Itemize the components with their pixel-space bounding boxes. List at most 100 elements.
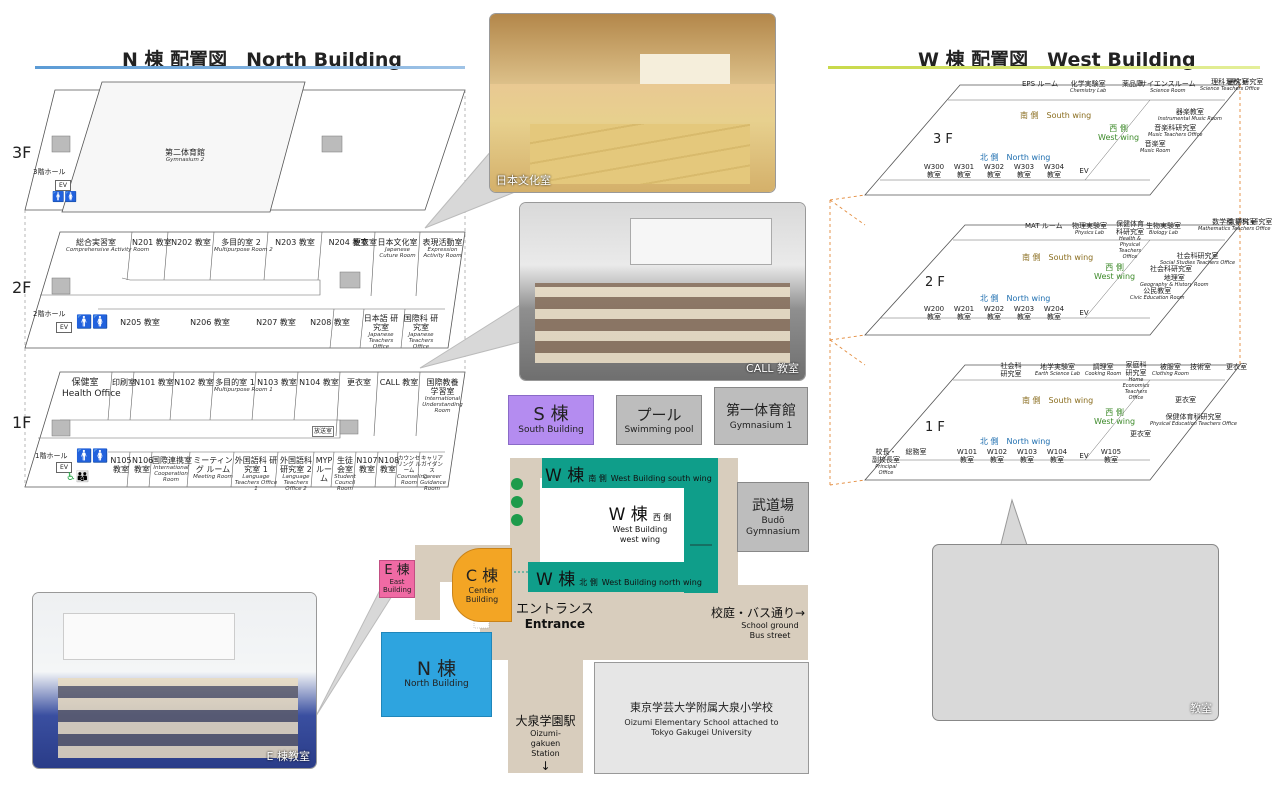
north-floor-1f-label: 1F <box>12 413 32 432</box>
west-1f-plate <box>864 364 1241 481</box>
north-title-underline <box>35 66 465 69</box>
west-3f-south-wing: 南 側 South wing <box>1020 111 1092 120</box>
north-1f-room: CALL 教室 <box>379 378 419 387</box>
accessible-icon: ♿👪 <box>66 470 90 483</box>
west-2f-north-wing: 北 側 North wing <box>980 294 1051 303</box>
photo-japanese-culture-room: 日本文化室 <box>490 14 775 192</box>
campus-gymnasium-1[interactable]: 第一体育館 Gymnasium 1 <box>714 387 808 445</box>
north-2f-room: N201 教室 <box>132 238 172 247</box>
west-floor-1f-label: 1 F <box>925 420 945 435</box>
campus-bus-street-label: 校庭・バス通り→ School ground Bus street <box>710 606 805 640</box>
west-3f-room: 薬品庫 <box>1122 80 1143 88</box>
west-2f-room: W203 教室 <box>1013 305 1035 321</box>
north-1f-broadcast-room: 放送室 <box>312 426 335 437</box>
west-2f-room: W204 教室 <box>1043 305 1065 321</box>
north-1f-ev: EV <box>56 462 72 473</box>
north-1f-room: N105 教室 <box>110 456 132 474</box>
north-1f-room: N108 教室 <box>378 456 400 474</box>
west-title-underline <box>828 66 1260 69</box>
north-1f-room: N101 教室 <box>134 378 174 387</box>
north-1f-room: N102 教室 <box>174 378 214 387</box>
north-gym2-shape <box>61 81 306 213</box>
west-3f-room: W300 教室 <box>923 163 945 179</box>
west-2f-plate <box>864 224 1241 336</box>
west-1f-north-wing: 北 側 North wing <box>980 437 1051 446</box>
north-1f-room: MYP ルーム <box>315 456 333 483</box>
campus-south-building[interactable]: S 棟 South Building <box>508 395 594 445</box>
photo-caption: E 棟教室 <box>266 750 310 763</box>
north-3f-ev: EV <box>55 180 71 191</box>
north-2f-room: N205 教室 <box>120 318 160 327</box>
west-1f-room: W105 教室 <box>1100 448 1122 464</box>
west-1f-room: W103 教室 <box>1016 448 1038 464</box>
campus-elementary-school[interactable]: 東京学芸大学附属大泉小学校 Oizumi Elementary School a… <box>594 662 809 774</box>
west-2f-room: W201 教室 <box>953 305 975 321</box>
north-2f-hall: 2階ホール <box>33 310 66 318</box>
west-2f-ev: EV <box>1079 309 1089 317</box>
campus-east-building[interactable]: E 棟 East Building <box>379 560 415 598</box>
west-3f-room: W304 教室 <box>1043 163 1065 179</box>
north-2f-room: N202 教室 <box>171 238 211 247</box>
west-1f-room: W104 教室 <box>1046 448 1068 464</box>
west-2f-room: W202 教室 <box>983 305 1005 321</box>
west-2f-room: 社会科研究室 <box>1150 265 1192 273</box>
north-2f-ev: EV <box>56 322 72 333</box>
campus-swimming-pool[interactable]: プール Swimming pool <box>616 395 702 445</box>
west-3f-classrooms: W300 教室 W301 教室 W302 教室 W303 教室 W304 教室 … <box>922 163 1096 179</box>
west-1f-room: 更衣室 <box>1226 363 1247 371</box>
north-floor-3f-label: 3F <box>12 143 32 162</box>
north-1f-room: 更衣室 <box>347 378 371 387</box>
photo-caption: 教室 <box>1190 702 1212 715</box>
west-1f-room: W102 教室 <box>986 448 1008 464</box>
west-3f-north-wing: 北 側 North wing <box>980 153 1051 162</box>
north-2f-plate <box>24 231 466 349</box>
campus-w-south-wing-label: W 棟 南 側 West Building south wing <box>545 466 712 486</box>
campus-budo-gymnasium[interactable]: 武道場 Budō Gymnasium <box>737 482 809 552</box>
west-3f-room: EPS ルーム <box>1022 80 1059 88</box>
north-2f-room: N207 教室 <box>256 318 296 327</box>
photo-w-classroom: 教室 <box>933 545 1218 720</box>
north-1f-plate <box>24 371 466 488</box>
north-2f-room: N204 教室 <box>328 238 369 247</box>
north-2f-room: 更衣室 <box>353 238 377 247</box>
west-3f-room: W301 教室 <box>953 163 975 179</box>
restroom-icon: 🚹🚺 <box>76 449 109 464</box>
west-floor-3f-label: 3 F <box>933 132 953 147</box>
north-1f-room: N104 教室 <box>299 378 339 387</box>
west-1f-room: 技術室 <box>1190 363 1211 371</box>
campus-w-north-wing-label: W 棟 北 側 West Building north wing <box>536 570 702 590</box>
west-3f-room: W302 教室 <box>983 163 1005 179</box>
campus-north-building[interactable]: N 棟 North Building <box>381 632 492 717</box>
north-1f-room: 印刷室 <box>112 378 136 387</box>
restroom-icon: 🚹🚺 <box>52 192 77 203</box>
restroom-icon: 🚹🚺 <box>76 315 109 330</box>
campus-center-building[interactable]: C 棟 Center Building <box>452 548 512 622</box>
